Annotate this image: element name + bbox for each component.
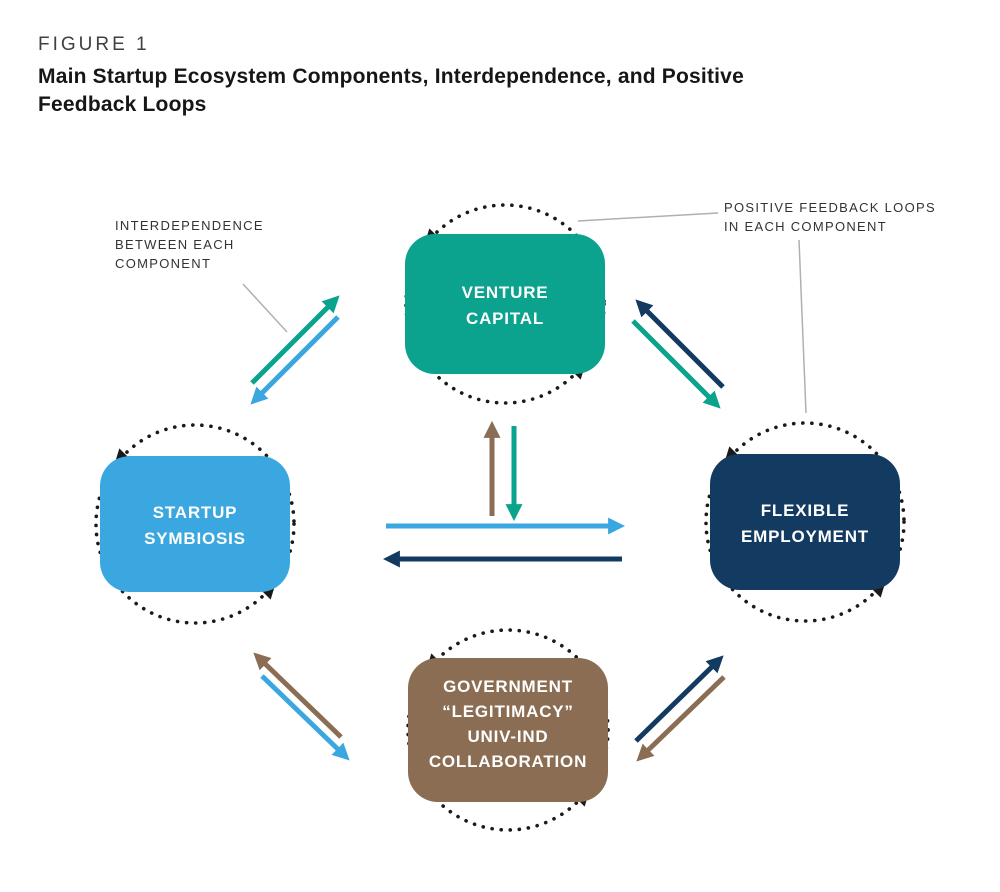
arrow-startup-to-government bbox=[260, 674, 350, 761]
component-flexible-employment-box bbox=[710, 454, 900, 590]
feedback-loop-startup-symbiosis bbox=[94, 423, 296, 625]
arrow-startup-to-venture bbox=[250, 295, 340, 385]
component-government-box bbox=[408, 658, 608, 802]
arrow-venture-to-flexible bbox=[631, 319, 721, 409]
component-label-line: “LEGITIMACY” bbox=[442, 702, 573, 721]
arrow-government-to-startup bbox=[253, 652, 343, 739]
annotation-interdependence-line: INTERDEPENDENCE bbox=[115, 218, 264, 233]
annotation-pointer-interdependence bbox=[242, 283, 288, 333]
component-label-line: SYMBIOSIS bbox=[144, 529, 246, 548]
component-label-line: COLLABORATION bbox=[429, 752, 587, 771]
component-label-line: EMPLOYMENT bbox=[741, 527, 869, 546]
component-label-line: CAPITAL bbox=[466, 309, 544, 328]
arrow-government-to-flexible bbox=[634, 655, 724, 743]
component-label-line: VENTURE bbox=[462, 283, 549, 302]
figure-label: FIGURE 1 bbox=[38, 34, 150, 55]
component-venture-capital-box bbox=[405, 234, 605, 374]
component-label-line: STARTUP bbox=[153, 503, 238, 522]
annotation-pointer-feedback-venture bbox=[577, 212, 719, 222]
component-label-line: FLEXIBLE bbox=[761, 501, 850, 520]
arrow-flexible-to-venture bbox=[635, 299, 725, 389]
annotation-interdependence-line: BETWEEN EACH bbox=[115, 237, 235, 252]
feedback-loop-flexible-employment bbox=[704, 421, 906, 623]
figure-title: Main Startup Ecosystem Components, Inter… bbox=[38, 65, 744, 116]
annotation-feedback-loops-line: POSITIVE FEEDBACK LOOPS bbox=[724, 200, 936, 215]
component-label-line: UNIV-IND bbox=[467, 727, 548, 746]
arrow-flexible-to-government bbox=[636, 675, 726, 762]
component-label-line: GOVERNMENT bbox=[443, 677, 573, 696]
annotation-pointer-feedback-flexible bbox=[798, 239, 807, 414]
annotation-feedback-loops-line: IN EACH COMPONENT bbox=[724, 219, 887, 234]
annotation-interdependence-line: COMPONENT bbox=[115, 256, 211, 271]
component-startup-symbiosis-box bbox=[100, 456, 290, 592]
arrow-venture-to-startup bbox=[250, 315, 340, 405]
